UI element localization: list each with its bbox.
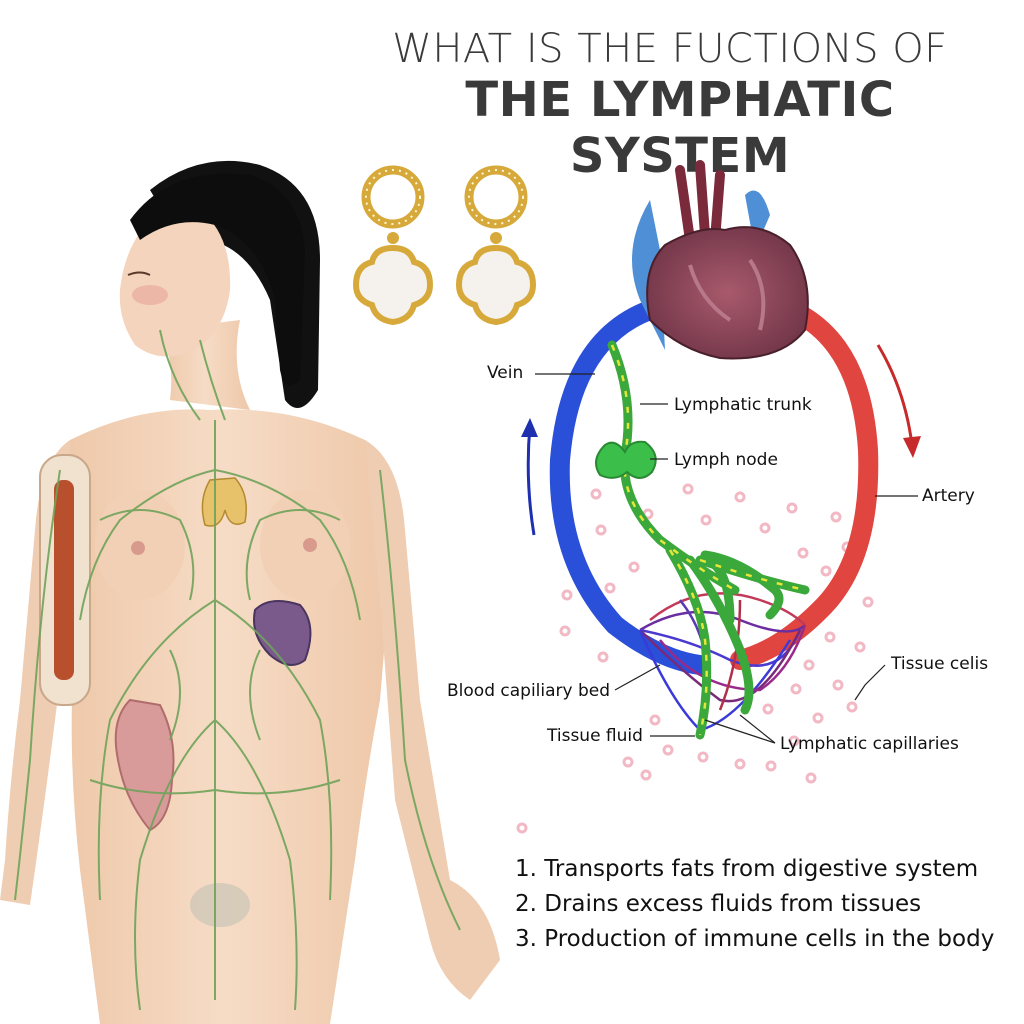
flow-arrow-up-icon	[526, 424, 536, 536]
woman-figure-icon	[0, 160, 500, 1024]
label-lymphatic-trunk: Lymphatic trunk	[674, 395, 812, 415]
function-item: 3. Production of immune cells in the bod…	[515, 926, 995, 952]
circulation-diagram	[516, 160, 921, 834]
label-blood-capillary-bed: Blood capiliary bed	[447, 681, 611, 701]
function-item: 2. Drains excess fluids from tissues	[515, 891, 922, 917]
earrings-illustration-icon	[352, 165, 537, 326]
label-lymph-node: Lymph node	[674, 450, 778, 470]
title-line-1: WHAT IS THE FUCTIONS OF	[392, 26, 948, 72]
label-tissue-fluid: Tissue fluid	[547, 726, 643, 746]
label-artery: Artery	[922, 486, 975, 506]
page-title: THE LYMPHATIC SYSTEM	[465, 72, 895, 184]
heart-illustration-icon	[632, 160, 809, 360]
flow-arrow-down-icon	[876, 344, 914, 446]
label-vein: Vein	[487, 363, 524, 383]
functions-list: 1. Transports fats from digestive system…	[515, 852, 994, 957]
function-item: 1. Transports fats from digestive system	[515, 856, 979, 882]
label-lymphatic-capillaries: Lymphatic capillaries	[780, 734, 959, 754]
label-tissue-cells: Tissue celis	[891, 654, 989, 674]
lymph-node-shape	[595, 440, 657, 479]
